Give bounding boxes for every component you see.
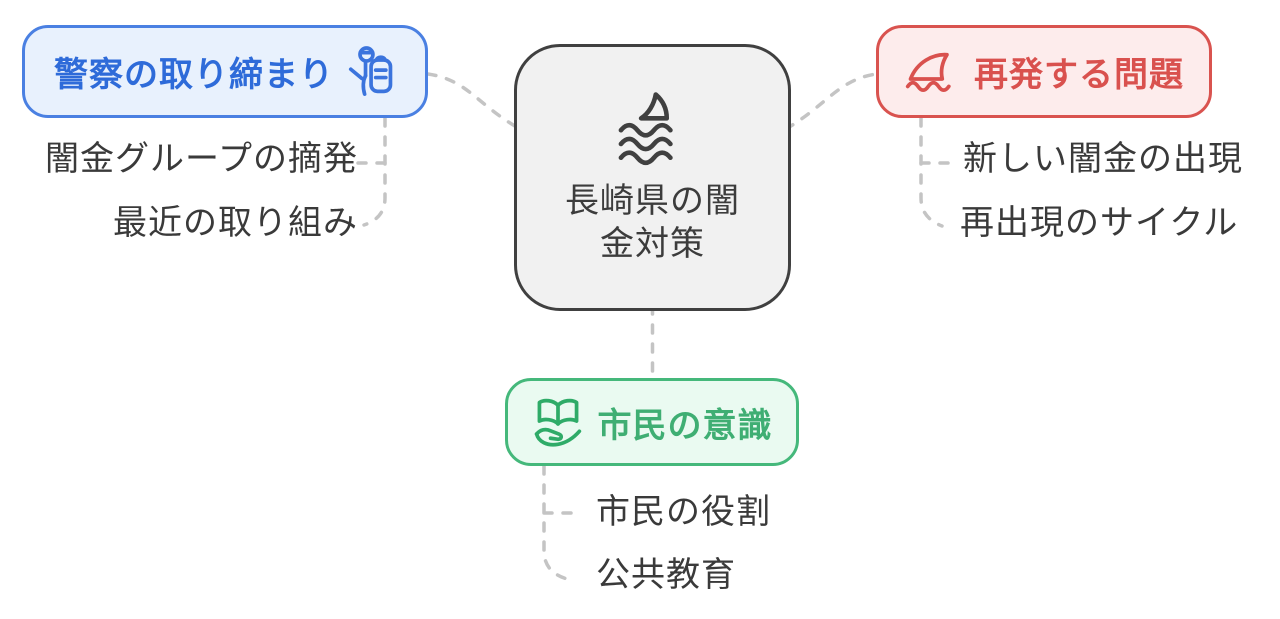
- shark-fin-icon: [905, 52, 951, 93]
- node-central-topic[interactable]: 長崎県の闇 金対策: [514, 44, 791, 311]
- connector-police-children-trunk: [362, 116, 387, 227]
- hand-holding-book-icon: [534, 398, 581, 447]
- connector-citizen-children-trunk: [542, 464, 569, 581]
- citizen-node-label: 市民の意識: [597, 406, 773, 445]
- child-recurring-cycle[interactable]: 再出現のサイクル: [960, 204, 1239, 242]
- connector-recurring-children-trunk: [919, 116, 944, 228]
- police-node-label: 警察の取り締まり: [54, 56, 334, 94]
- recurring-node-label: 再発する問題: [974, 56, 1184, 94]
- central-topic-line-2: 金対策: [600, 225, 705, 263]
- node-police-crackdown[interactable]: 警察の取り締まり: [22, 25, 428, 118]
- node-citizen-awareness[interactable]: 市民の意識: [505, 378, 799, 466]
- patrol-officer-icon: [348, 45, 393, 96]
- central-topic-line-1: 長崎県の闇: [565, 182, 740, 220]
- central-topic-label: 長崎県の闇 金対策: [565, 180, 740, 266]
- shark-fin-waves-icon: [618, 92, 673, 166]
- child-police-crackdown-groups[interactable]: 闇金グループの摘発: [45, 140, 358, 178]
- child-recurring-new-lenders[interactable]: 新しい闇金の出現: [963, 140, 1243, 178]
- child-citizen-role[interactable]: 市民の役割: [596, 493, 771, 531]
- node-recurring-problem[interactable]: 再発する問題: [876, 25, 1212, 118]
- connector-police-to-center: [426, 72, 522, 131]
- child-police-recent-efforts[interactable]: 最近の取り組み: [113, 204, 358, 242]
- child-public-education[interactable]: 公共教育: [596, 556, 736, 594]
- connector-center-to-recurring: [784, 72, 878, 131]
